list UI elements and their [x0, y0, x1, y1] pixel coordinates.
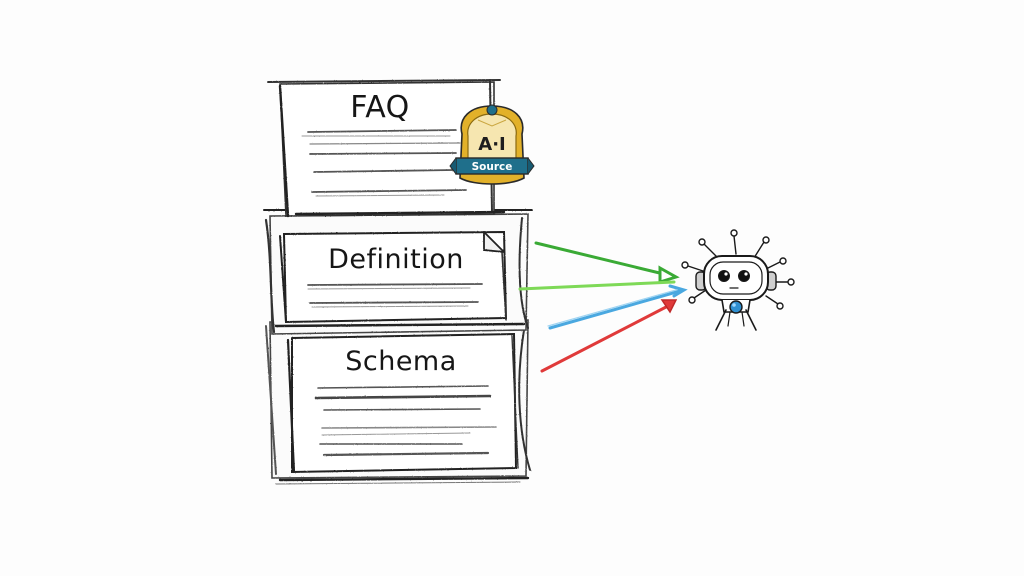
schema-card — [265, 319, 531, 485]
red-arrow — [540, 299, 678, 373]
faq-card-label: FAQ — [350, 90, 410, 125]
blue-arrow — [547, 284, 688, 330]
green-arrow-lower — [518, 280, 676, 291]
schema-card-label: Schema — [345, 346, 457, 377]
ai-robot-icon — [681, 229, 795, 331]
faq-card — [267, 79, 506, 218]
definition-card-label: Definition — [328, 244, 464, 275]
ai-source-badge: A·I Source — [449, 104, 535, 185]
arrows-group — [518, 241, 688, 373]
badge-ai-text: A·I — [478, 134, 505, 155]
badge-source-text: Source — [472, 161, 513, 173]
green-arrow-upper — [534, 241, 680, 285]
